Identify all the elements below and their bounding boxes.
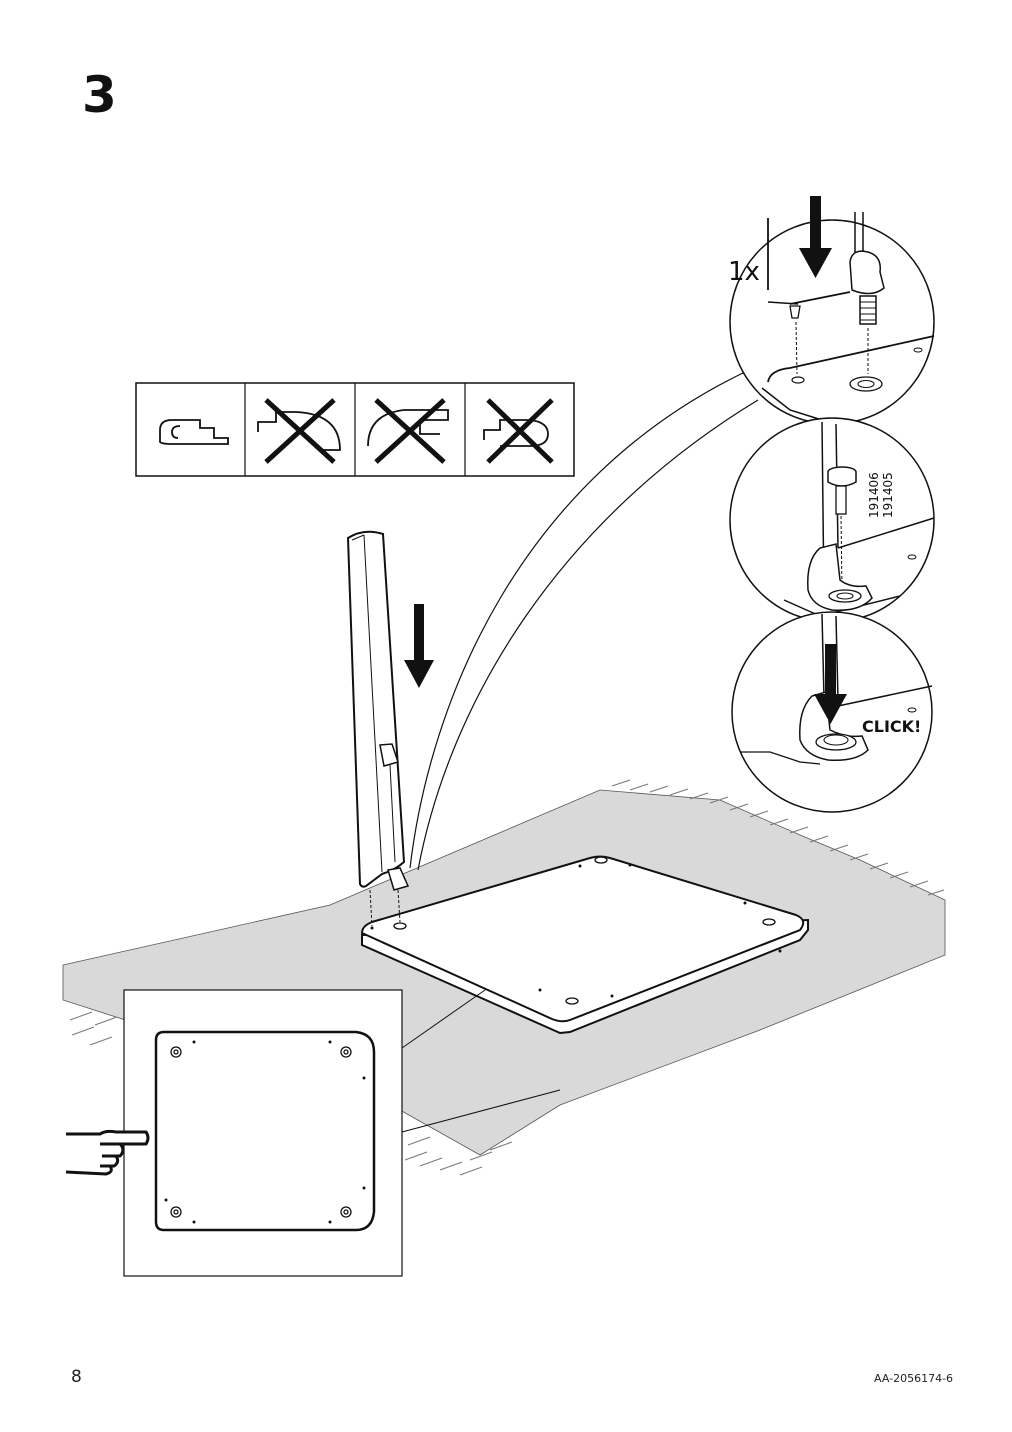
arrow-down-icon (814, 644, 847, 724)
arrow-down-icon (404, 604, 434, 688)
profile-orientation-correct-icon (159, 419, 229, 445)
arrow-down-icon (799, 196, 832, 278)
detail-circle-top: 1x (728, 196, 935, 425)
leg-profile (346, 530, 410, 927)
profile-orientation-box (135, 382, 575, 477)
profile-orientation-wrong-icon-1 (257, 398, 341, 464)
detail-circle-bottom: CLICK! (731, 611, 933, 813)
inset-top-view (123, 989, 561, 1277)
quantity-label: 1x (728, 257, 760, 287)
base-plate (360, 855, 809, 1035)
part-number-2: 191405 (881, 472, 895, 518)
part-number-1: 191406 (867, 472, 881, 518)
document-code: AA-2056174-6 (874, 1372, 954, 1385)
profile-orientation-wrong-icon-3 (483, 398, 554, 464)
step-number: 3 (82, 66, 117, 124)
profile-orientation-wrong-icon-2 (367, 398, 449, 464)
detail-callout-lines (409, 371, 759, 871)
page-number: 8 (71, 1367, 82, 1387)
pointing-hand-icon (65, 1129, 150, 1176)
detail-circle-middle: 191406 191405 (729, 417, 935, 623)
click-label: CLICK! (862, 717, 921, 736)
